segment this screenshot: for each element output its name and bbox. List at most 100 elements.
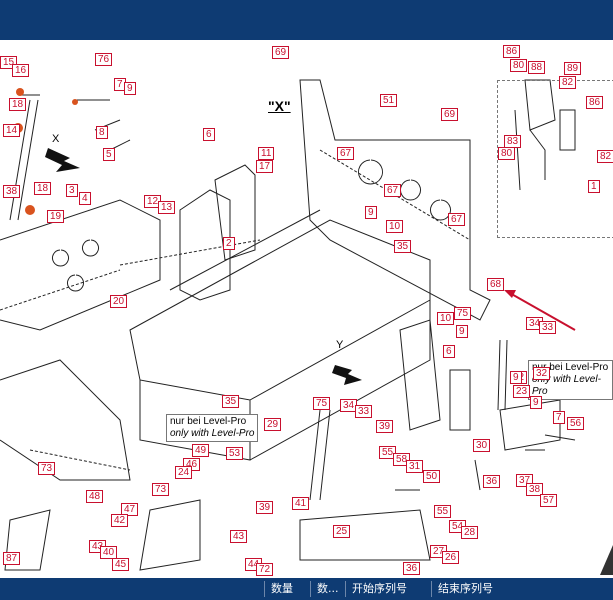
part-callout[interactable]: 38	[526, 483, 544, 496]
parts-table-header: 数量 数... 开始序列号 结束序列号	[0, 578, 613, 600]
part-callout[interactable]: 32	[533, 367, 551, 380]
part-callout[interactable]: 67	[337, 147, 355, 160]
part-callout[interactable]: 82	[559, 76, 577, 89]
part-callout[interactable]: 30	[473, 439, 491, 452]
part-callout[interactable]: 9	[510, 371, 522, 384]
part-callout[interactable]: 9	[124, 82, 136, 95]
part-callout[interactable]: 56	[567, 417, 585, 430]
part-callout[interactable]: 33	[355, 405, 373, 418]
part-callout[interactable]: 6	[443, 345, 455, 358]
part-callout[interactable]: 57	[540, 494, 558, 507]
part-callout[interactable]: 10	[386, 220, 404, 233]
part-callout[interactable]: 89	[564, 62, 582, 75]
svg-text:X: X	[52, 133, 60, 145]
level-pro-note: nur bei Level-Pro only with Level-Pro	[528, 360, 613, 400]
note-line-en: only with Level-Pro	[532, 374, 601, 397]
part-callout[interactable]: 45	[112, 558, 130, 571]
part-callout[interactable]: 39	[376, 420, 394, 433]
part-callout[interactable]: 9	[530, 396, 542, 409]
view-x-label: "X"	[268, 98, 291, 114]
part-callout[interactable]: 20	[110, 295, 128, 308]
part-callout[interactable]: 25	[333, 525, 351, 538]
part-callout[interactable]: 28	[461, 526, 479, 539]
column-quantity[interactable]: 数量	[264, 581, 293, 597]
part-callout[interactable]: 18	[34, 182, 52, 195]
part-callout[interactable]: 42	[111, 514, 129, 527]
part-callout[interactable]: 47	[121, 503, 139, 516]
part-callout[interactable]: 51	[380, 94, 398, 107]
part-callout[interactable]: 50	[423, 470, 441, 483]
part-callout[interactable]: 16	[12, 64, 30, 77]
part-callout[interactable]: 6	[203, 128, 215, 141]
part-callout[interactable]: 9	[365, 206, 377, 219]
part-callout[interactable]: 67	[384, 184, 402, 197]
part-callout[interactable]: 55	[379, 446, 397, 459]
part-callout[interactable]: 69	[272, 46, 290, 59]
part-callout[interactable]: 11	[258, 147, 275, 160]
column-end-serial[interactable]: 结束序列号	[431, 581, 493, 597]
part-callout[interactable]: 86	[503, 45, 521, 58]
part-callout[interactable]: 19	[47, 210, 65, 223]
part-callout[interactable]: 75	[313, 397, 331, 410]
part-callout[interactable]: 17	[256, 160, 274, 173]
part-callout[interactable]: 35	[222, 395, 240, 408]
part-callout[interactable]: 49	[192, 444, 210, 457]
part-callout[interactable]: 40	[100, 546, 118, 559]
part-callout[interactable]: 69	[441, 108, 459, 121]
column-truncated[interactable]: 数...	[310, 581, 339, 597]
part-callout[interactable]: 38	[3, 185, 21, 198]
part-callout[interactable]: 35	[394, 240, 412, 253]
part-callout[interactable]: 33	[539, 321, 557, 334]
part-callout[interactable]: 58	[393, 453, 411, 466]
part-callout[interactable]: 75	[454, 307, 472, 320]
part-callout[interactable]: 39	[256, 501, 274, 514]
part-callout[interactable]: 36	[483, 475, 501, 488]
part-callout[interactable]: 55	[434, 505, 452, 518]
part-callout[interactable]: 82	[597, 150, 613, 163]
part-callout[interactable]: 12	[144, 195, 162, 208]
part-callout[interactable]: 10	[437, 312, 455, 325]
part-callout[interactable]: 73	[38, 462, 56, 475]
part-callout[interactable]: 14	[3, 124, 21, 137]
part-callout[interactable]: 68	[487, 278, 505, 291]
part-callout[interactable]: 36	[403, 562, 421, 575]
part-callout[interactable]: 23	[513, 385, 531, 398]
part-callout[interactable]: 34	[526, 317, 544, 330]
part-callout[interactable]: 3	[66, 184, 78, 197]
part-callout[interactable]: 13	[158, 201, 176, 214]
part-callout[interactable]: 80	[510, 59, 528, 72]
detail-view-box	[497, 80, 613, 238]
part-callout[interactable]: 9	[456, 325, 468, 338]
top-title-bar	[0, 0, 613, 40]
part-callout[interactable]: 8	[96, 126, 108, 139]
part-callout[interactable]: 18	[9, 98, 27, 111]
column-start-serial[interactable]: 开始序列号	[345, 581, 407, 597]
part-callout[interactable]: 41	[292, 497, 310, 510]
part-callout[interactable]: 1	[588, 180, 600, 193]
part-callout[interactable]: 86	[586, 96, 604, 109]
part-callout[interactable]: 72	[256, 563, 274, 576]
part-callout[interactable]: 4	[79, 192, 91, 205]
part-callout[interactable]: 43	[230, 530, 248, 543]
part-callout[interactable]: 5	[103, 148, 115, 161]
part-callout[interactable]: 24	[175, 466, 193, 479]
part-callout[interactable]: 80	[498, 147, 516, 160]
part-callout[interactable]: 31	[406, 460, 424, 473]
part-callout[interactable]: 87	[3, 552, 21, 565]
part-callout[interactable]: 2	[223, 237, 235, 250]
parts-diagram[interactable]: X Y "X" nur bei Level-Pro only with Leve…	[0, 40, 613, 578]
part-callout[interactable]: 53	[226, 447, 244, 460]
level-pro-note: nur bei Level-Pro only with Level-Pro	[166, 414, 259, 442]
leader-arrow	[507, 291, 576, 331]
part-callout[interactable]: 67	[448, 213, 466, 226]
part-callout[interactable]: 7	[553, 411, 565, 424]
part-callout[interactable]: 76	[95, 53, 113, 66]
part-callout[interactable]: 73	[152, 483, 170, 496]
part-callout[interactable]: 26	[442, 551, 460, 564]
svg-text:Y: Y	[336, 339, 344, 351]
note-line-de: nur bei Level-Pro	[170, 416, 247, 427]
part-callout[interactable]: 48	[86, 490, 104, 503]
part-callout[interactable]: 29	[264, 418, 282, 431]
part-callout[interactable]: 88	[528, 61, 546, 74]
machine-frame-drawing: X Y	[0, 79, 613, 575]
